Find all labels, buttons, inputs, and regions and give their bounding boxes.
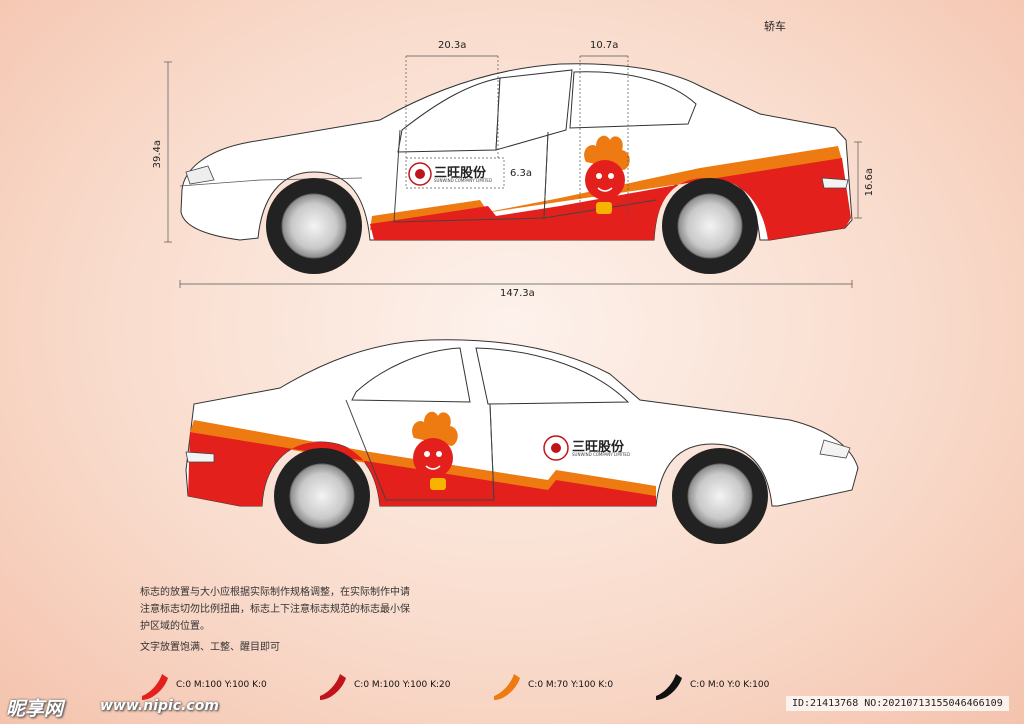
page-title: 轿车 <box>764 20 786 33</box>
dim-stripe-height: 16.6a <box>864 168 875 197</box>
mascot-1 <box>584 135 630 214</box>
car-rear-window-2 <box>351 347 471 403</box>
brand-name-2: 三旺股份 <box>572 440 625 455</box>
dim-mascot-width: 10.7a <box>590 40 619 51</box>
car-orange-stripe-1 <box>370 146 842 230</box>
brand-name-1: 三旺股份 <box>434 166 487 181</box>
brand-logo-2 <box>543 435 569 461</box>
swatch-orange-label: C:0 M:70 Y:100 K:0 <box>528 680 614 690</box>
watermark-footer: 昵享网 www.nipic.com ID:21413768 NO:2021071… <box>0 692 1024 724</box>
note-line-1: 标志的放置与大小应根据实际制作规格调整，在实际制作中请 <box>140 587 410 598</box>
car-side-view-2 <box>185 339 859 544</box>
swatch-dark-red-label: C:0 M:100 Y:100 K:20 <box>354 680 451 690</box>
usage-notes: 标志的放置与大小应根据实际制作规格调整，在实际制作中请 注意标志切勿比例扭曲，标… <box>140 584 470 656</box>
note-line-3: 护区域的位置。 <box>140 621 210 632</box>
dim-height-total: 39.4a <box>152 140 163 169</box>
watermark-logo: 昵享网 <box>6 698 64 720</box>
brand-sub-1: SUNWIND COMPANY LIMITED <box>434 178 493 183</box>
brand-sub-2: SUNWIND COMPANY LIMITED <box>572 452 631 457</box>
brand-logo-1 <box>408 162 432 186</box>
car-side-view-1 <box>179 63 853 274</box>
color-swatches: C:0 M:100 Y:100 K:0 C:0 M:100 Y:100 K:20… <box>0 672 1024 700</box>
swatch-red-label: C:0 M:100 Y:100 K:0 <box>176 680 267 690</box>
dim-logo-height: 6.3a <box>510 168 533 179</box>
swatch-black-label: C:0 M:0 Y:0 K:100 <box>690 680 770 690</box>
dim-width-total: 147.3a <box>500 288 535 299</box>
dim-logo-width: 20.3a <box>438 40 467 51</box>
note-line-2: 注意标志切勿比例扭曲，标志上下注意标志规范的标志最小保 <box>140 604 410 615</box>
car-red-stripe-2 <box>188 432 656 506</box>
note-text-placement: 文字放置饱满、工整、醒目即可 <box>140 642 280 653</box>
car-front-window-1 <box>569 71 697 129</box>
mascot-2 <box>412 411 458 490</box>
watermark-site: www.nipic.com <box>100 698 219 714</box>
dimension-guides <box>164 55 862 288</box>
watermark-id: ID:21413768 NO:20210713155046466109 <box>786 696 1009 711</box>
